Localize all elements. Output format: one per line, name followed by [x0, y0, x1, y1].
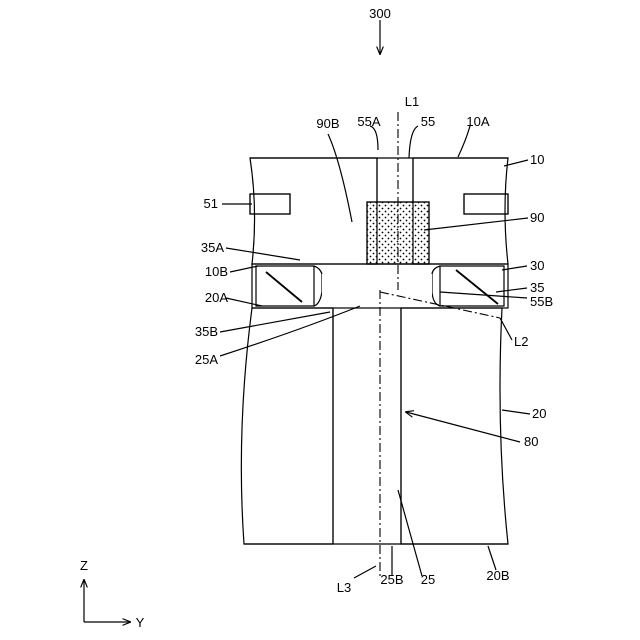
label-25A: 25A	[195, 352, 218, 367]
lower-member-20	[241, 308, 508, 544]
label-30: 30	[530, 258, 544, 273]
label-35A: 35A	[201, 240, 224, 255]
label-L1: L1	[405, 94, 419, 109]
center-lines	[380, 112, 500, 578]
label-300: 300	[369, 6, 391, 21]
label-10A: 10A	[466, 114, 489, 129]
axis-z-label: Z	[80, 558, 88, 573]
axis-indicator: Z Y	[80, 558, 145, 630]
label-20B: 20B	[486, 568, 509, 583]
label-55: 55	[421, 114, 435, 129]
label-25B: 25B	[380, 572, 403, 587]
axis-y-label: Y	[136, 615, 145, 630]
label-35B: 35B	[195, 324, 218, 339]
label-L3: L3	[337, 580, 351, 595]
label-51: 51	[204, 196, 218, 211]
holder-30	[252, 264, 508, 308]
label-80: 80	[524, 434, 538, 449]
label-L2: L2	[514, 334, 528, 349]
label-90: 90	[530, 210, 544, 225]
label-10B: 10B	[205, 264, 228, 279]
label-35: 35	[530, 280, 544, 295]
label-55B: 55B	[530, 294, 553, 309]
label-10: 10	[530, 152, 544, 167]
label-25: 25	[421, 572, 435, 587]
label-20: 20	[532, 406, 546, 421]
label-20A: 20A	[205, 290, 228, 305]
label-55A: 55A	[357, 114, 380, 129]
label-90B: 90B	[316, 116, 339, 131]
